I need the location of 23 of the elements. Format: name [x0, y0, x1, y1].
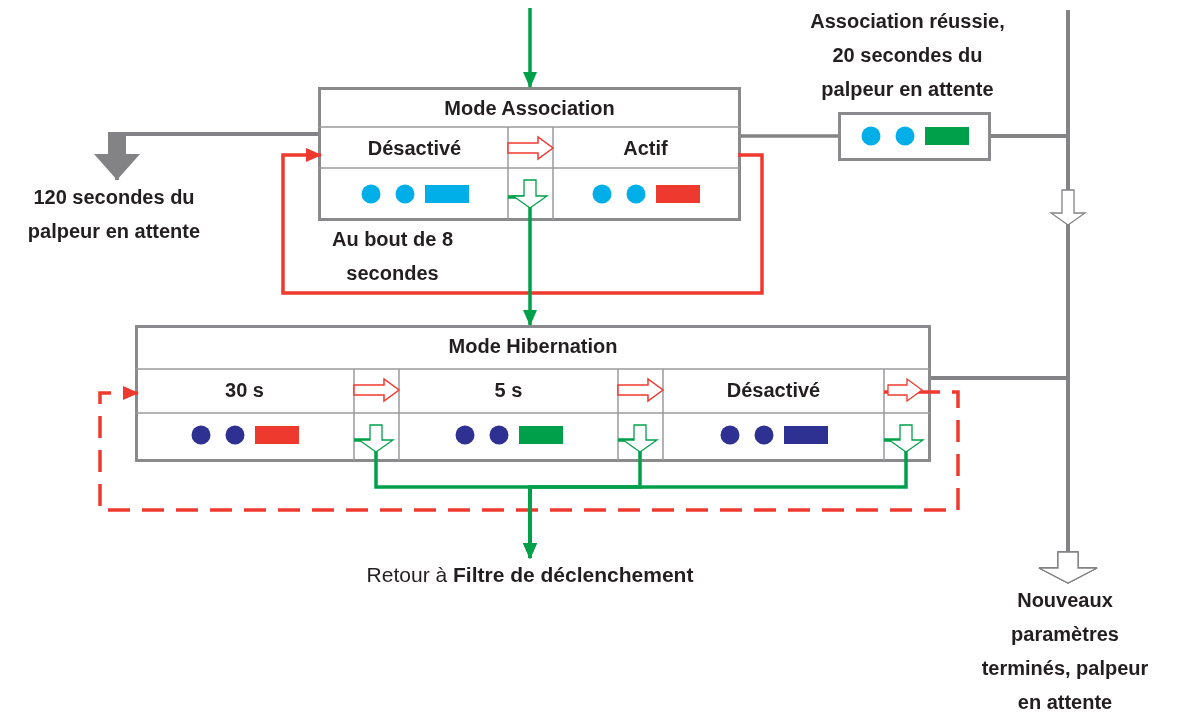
hollow-arrow [507, 135, 555, 161]
state-label: 5 s [493, 379, 524, 402]
connector-line [741, 134, 838, 138]
arrow [523, 424, 926, 559]
caption-text: Association réussie, 20 secondes du palpeur en attente [809, 9, 1006, 102]
arrow [281, 148, 764, 295]
status-text: 120 secondes du palpeur en attente [8, 180, 220, 250]
state-label: Désactivé [366, 137, 463, 160]
state-label: 30 s [224, 379, 265, 402]
arrow [523, 8, 537, 88]
state-table [318, 87, 741, 221]
state-label: Désactivé [725, 379, 822, 402]
arrow [98, 386, 960, 512]
arrow [508, 179, 550, 326]
state-table [135, 325, 931, 462]
table-heading: Mode Association [443, 97, 616, 120]
destination-text: Retour à Filtre de déclenchement [300, 558, 760, 592]
led-panel [838, 112, 991, 161]
state-label: Actif [622, 137, 669, 160]
table-heading: Mode Hibernation [447, 335, 619, 358]
hollow-arrow [617, 377, 665, 403]
status-text: Nouveaux paramètres terminés, palpeur en attente [975, 583, 1155, 723]
hollow-arrow [353, 377, 401, 403]
